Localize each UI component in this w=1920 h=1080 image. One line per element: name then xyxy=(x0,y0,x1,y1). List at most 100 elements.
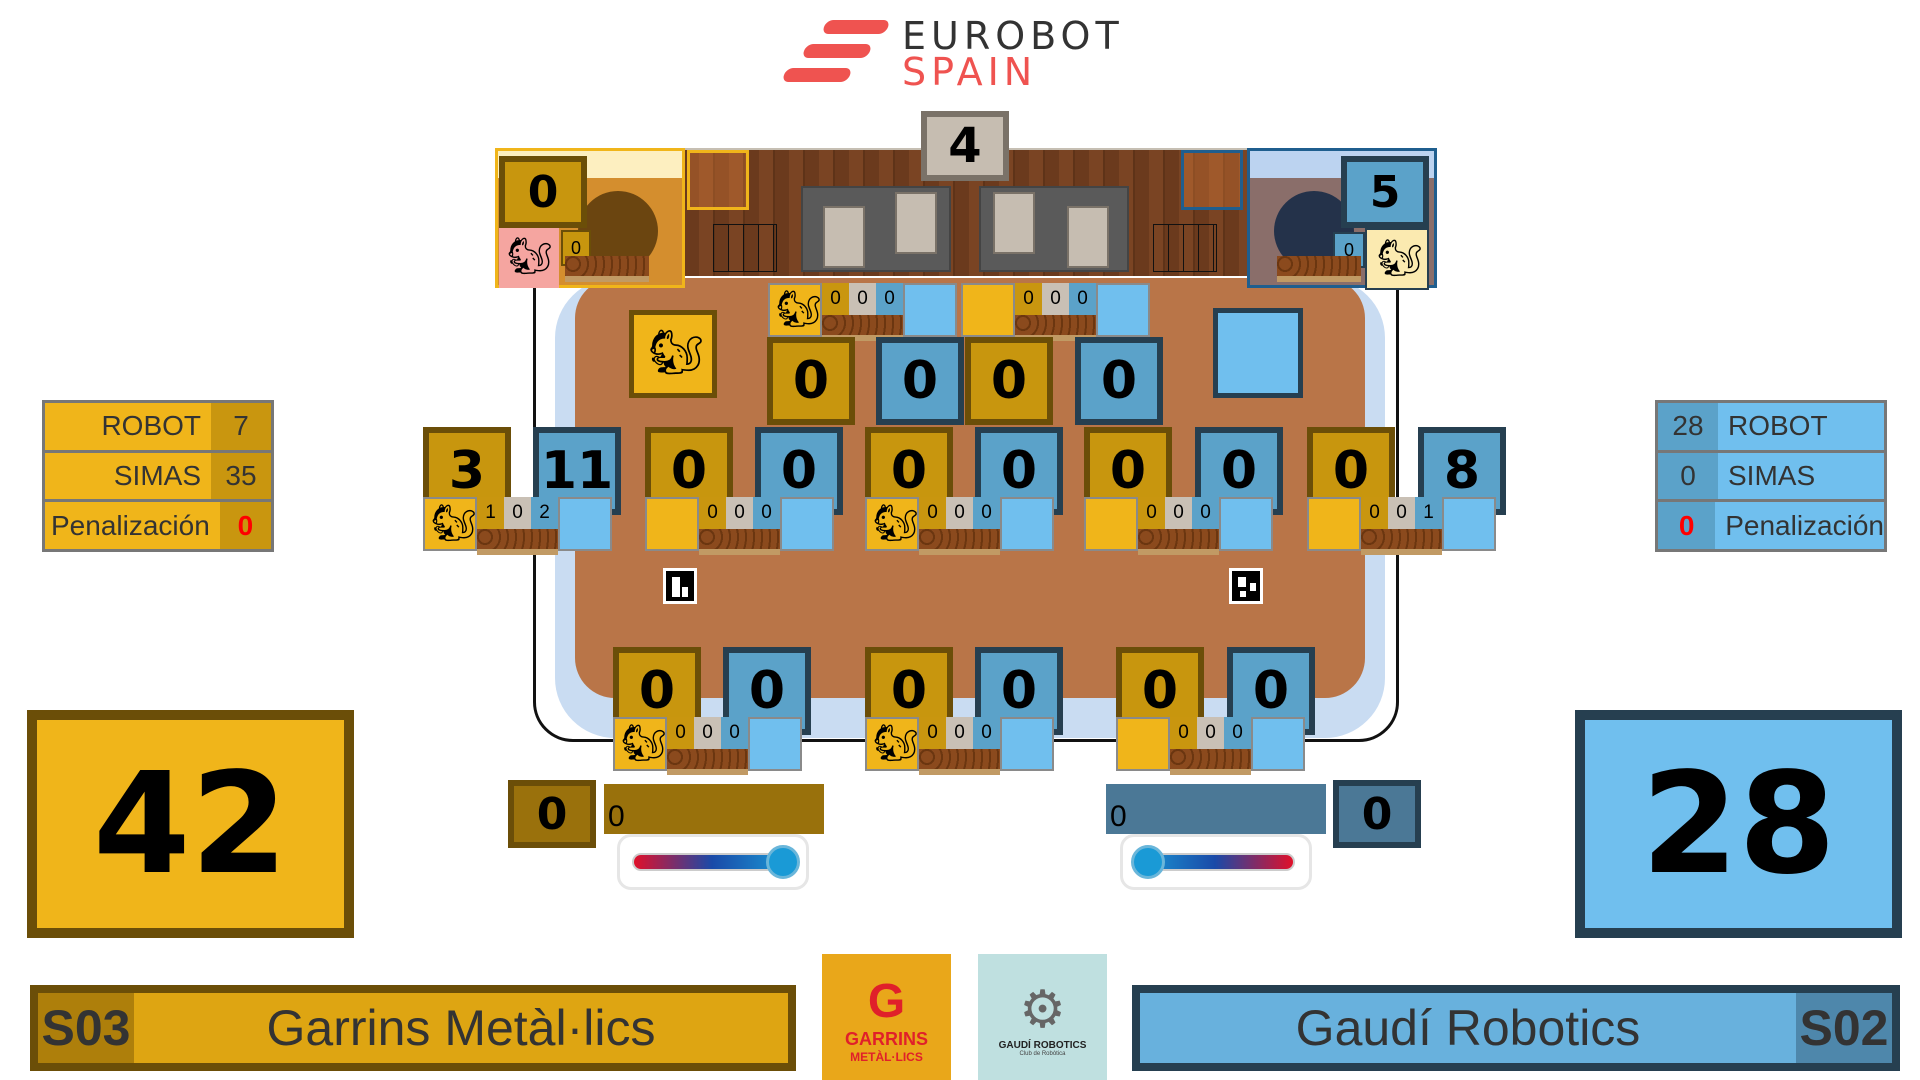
blue-cell xyxy=(558,497,612,551)
blue-count: 1 xyxy=(1415,497,1442,529)
blue-count: 0 xyxy=(1192,497,1219,529)
blue-team-bar: Gaudí Robotics S02 xyxy=(1132,985,1900,1071)
aruco-marker-left xyxy=(663,568,697,604)
center-counter: 4 xyxy=(921,111,1009,181)
acorn-crate-icon xyxy=(1015,315,1096,341)
yellow-cell xyxy=(1116,717,1170,771)
counter-group: 1 0 2 xyxy=(477,497,558,555)
neutral-count: 0 xyxy=(1042,283,1069,315)
squirrel-icon: 🐿 xyxy=(431,502,477,543)
blue-funny-bar: 0 xyxy=(1106,784,1326,834)
blue-nest-squirrel-tile: 🐿 xyxy=(1365,228,1429,290)
yellow-count: 0 xyxy=(699,497,726,529)
eurobot-spain-logo: EUROBOT SPAIN xyxy=(780,14,1160,94)
counter-group: 0 0 0 xyxy=(919,717,1000,775)
blue-count: 0 xyxy=(973,497,1000,529)
yellow-squirrel-cell: 🐿 xyxy=(865,497,919,551)
yellow-cell xyxy=(961,283,1015,337)
blue-cell xyxy=(1000,497,1054,551)
blue-count: 0 xyxy=(721,717,748,749)
middle-strip-4: 0 0 0 xyxy=(1084,497,1273,555)
blue-thermometer xyxy=(1120,834,1312,890)
acorn-crate-icon xyxy=(667,749,748,775)
blue-funny-score: 0 xyxy=(1333,780,1421,848)
yellow-thermometer xyxy=(617,834,809,890)
stairs-left xyxy=(713,224,777,272)
acorn-crate-icon xyxy=(919,529,1000,555)
logo-stripes-icon xyxy=(780,20,891,84)
blue-count: 0 xyxy=(1224,717,1251,749)
yellow-squirrel-family-tile: 🐿 xyxy=(629,310,717,398)
robot-value: 7 xyxy=(211,403,271,450)
acorn-crate-icon xyxy=(565,256,649,282)
acorn-crate-icon xyxy=(477,529,558,555)
yellow-count: 0 xyxy=(919,717,946,749)
top-score-yellow-1: 0 xyxy=(767,337,855,425)
blue-count: 0 xyxy=(876,283,903,315)
blue-cell xyxy=(1096,283,1150,337)
neutral-count: 0 xyxy=(849,283,876,315)
yellow-total-score: 42 xyxy=(27,710,354,938)
squirrel-family-icon: 🐿 xyxy=(648,328,704,377)
squirrel-icon: 🐿 xyxy=(621,722,667,763)
yellow-logo-text: GARRINS xyxy=(844,1028,928,1049)
squirrel-icon: 🐿 xyxy=(507,235,553,276)
yellow-count: 0 xyxy=(1015,283,1042,315)
blue-cell xyxy=(1000,717,1054,771)
blue-empty-tile xyxy=(1213,308,1303,398)
top-score-yellow-2: 0 xyxy=(965,337,1053,425)
squirrel-in-nest-icon: 🐿 xyxy=(1377,237,1423,278)
middle-strip-5: 0 0 1 xyxy=(1307,497,1496,555)
blue-count: 2 xyxy=(531,497,558,529)
stairs-right xyxy=(1153,224,1217,272)
robot-label: ROBOT xyxy=(45,403,211,450)
neutral-count: 0 xyxy=(1165,497,1192,529)
blue-team-name: Gaudí Robotics xyxy=(1295,1000,1641,1056)
logo-text-eurobot: EUROBOT xyxy=(902,14,1124,58)
neutral-count: 0 xyxy=(1197,717,1224,749)
bottom-strip-1: 🐿 0 0 0 xyxy=(613,717,802,775)
blue-total-score: 28 xyxy=(1575,710,1902,938)
simas-value: 0 xyxy=(1658,452,1718,500)
blue-cell xyxy=(1219,497,1273,551)
banner-card xyxy=(895,192,937,254)
yellow-count: 0 xyxy=(822,283,849,315)
banner-card xyxy=(1067,206,1109,268)
banner-card xyxy=(823,206,865,268)
penalty-value: 0 xyxy=(1658,502,1716,550)
yellow-funny-bar: 0 xyxy=(604,784,824,834)
neutral-count: 0 xyxy=(726,497,753,529)
yellow-squirrel-cell: 🐿 xyxy=(423,497,477,551)
blue-team-logo: ⚙ GAUDÍ ROBOTICS Club de Robòtica xyxy=(978,954,1107,1080)
acorn-crate-icon xyxy=(1138,529,1219,555)
blue-cell xyxy=(1251,717,1305,771)
blue-count: 0 xyxy=(753,497,780,529)
yellow-count: 0 xyxy=(919,497,946,529)
thermometer-bulb-icon xyxy=(766,845,800,879)
yellow-squirrel-cell: 🐿 xyxy=(865,717,919,771)
acorn-crate-icon xyxy=(919,749,1000,775)
bottom-strip-2: 🐿 0 0 0 xyxy=(865,717,1054,775)
yellow-team-code: S03 xyxy=(38,993,134,1063)
yellow-squirrel-cell: 🐿 xyxy=(613,717,667,771)
counter-group: 0 0 0 xyxy=(822,283,903,341)
squirrel-icon: 🐿 xyxy=(873,722,919,763)
top-score-blue-1: 0 xyxy=(876,337,964,425)
acorn-crate-icon xyxy=(1361,529,1442,555)
blue-count: 0 xyxy=(1069,283,1096,315)
middle-strip-1: 🐿 1 0 2 xyxy=(423,497,612,555)
logo-text-spain: SPAIN xyxy=(902,50,1038,94)
blue-logo-subtext: Club de Robòtica xyxy=(1019,1051,1066,1057)
blue-logo-text: GAUDÍ ROBOTICS xyxy=(998,1040,1087,1051)
middle-strip-3: 🐿 0 0 0 xyxy=(865,497,1054,555)
robot-label: ROBOT xyxy=(1718,403,1884,450)
acorn-crate-icon xyxy=(699,529,780,555)
yellow-start-zone xyxy=(687,150,749,210)
middle-strip-2: 0 0 0 xyxy=(645,497,834,555)
